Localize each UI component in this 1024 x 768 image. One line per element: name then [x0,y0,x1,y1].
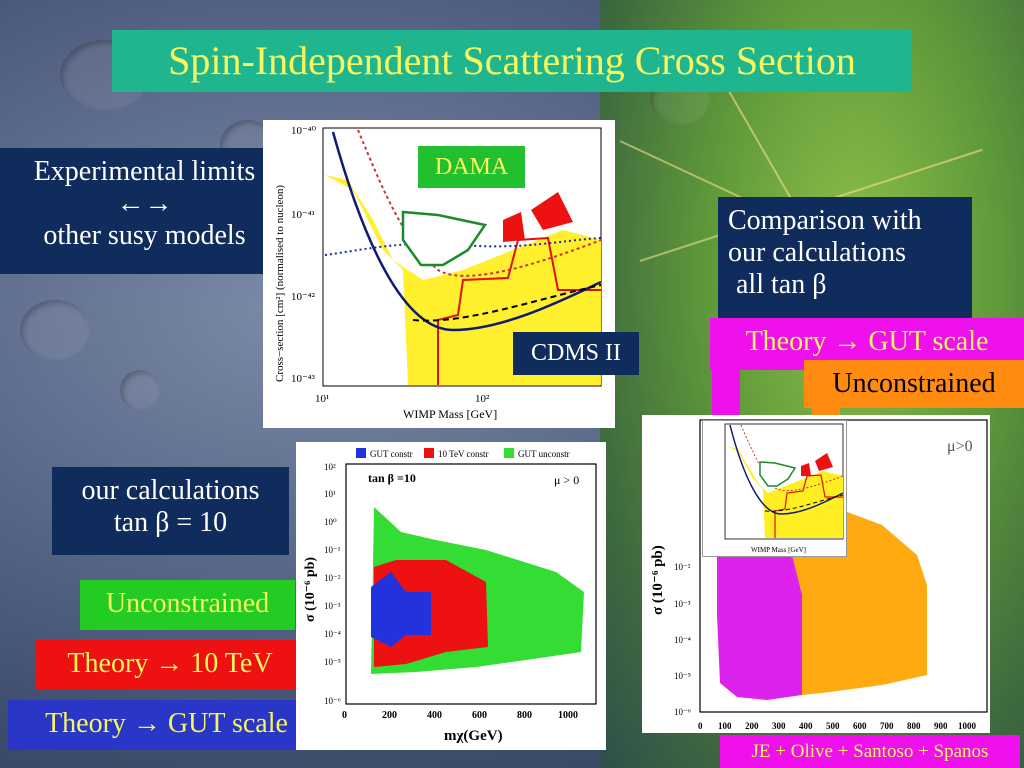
magenta-region [717,550,802,700]
mu-label: μ > 0 [554,473,579,487]
legend-swatch-green [504,448,514,458]
y-tick: 10⁻¹ [324,545,341,555]
x-tick: 0 [342,710,347,721]
dama-label: DAMA [418,146,525,188]
x-tick: 800 [907,721,921,731]
x-tick: 0 [698,721,703,731]
y-tick: 10⁻⁴ [324,629,341,639]
y-tick: 10¹ [324,489,336,499]
inset-cross-curve [740,424,844,492]
tanb-label: tan β =10 [368,471,416,485]
x-tick: 900 [934,721,948,731]
calculations-box: our calculations tan β = 10 [52,467,289,555]
x-tick: 10² [475,393,490,405]
red-peak-1 [503,212,525,242]
experimental-limits-inset: WIMP Mass [GeV] [702,420,847,557]
red-limit-line [437,236,601,385]
x-tick: 300 [772,721,786,731]
y-tick: 10⁻⁴¹ [291,209,315,221]
comparison-box: Comparison with our calculations all tan… [718,197,972,325]
background-crater [120,370,160,410]
x-tick: 600 [472,710,487,721]
legend-gut-constr: GUT constr [370,449,413,459]
legend-gut-unconstr: GUT unconstr [518,449,570,459]
y-tick: 10⁻⁶ [324,696,341,706]
blue-dotted-curve [324,237,602,256]
y-axis-label: σ (10⁻⁶ pb) [303,557,318,622]
inset-yellow-region [726,446,843,538]
y-axis-label: σ (10⁻⁶ pb) [650,545,666,615]
y-tick: 10⁻³ [324,601,341,611]
y-tick: 10⁻⁶ [674,707,691,717]
y-tick: 10⁻⁴⁰ [291,125,317,137]
comparison-line2: our calculations [728,237,907,269]
magenta-strip [712,368,740,423]
legend-10tev-constr: 10 TeV constr [438,449,489,459]
x-tick: 1000 [958,721,977,731]
y-tick: 10⁻³ [674,599,691,609]
comparison-line3: all tan β [736,269,827,301]
y-tick: 10⁻⁵ [674,671,691,681]
x-tick: 400 [799,721,813,731]
plot-frame [345,463,597,705]
x-tick: 600 [853,721,867,731]
x-tick: 400 [427,710,442,721]
x-tick: 10¹ [315,393,329,405]
legend-swatch-blue [356,448,366,458]
x-axis-label: WIMP Mass [GeV] [403,407,497,421]
comparison-line1: Comparison with [728,205,922,236]
x-tick: 500 [826,721,840,731]
dama-contour [401,210,488,267]
mu-label: μ>0 [947,438,973,455]
experimental-line2: other susy models [43,220,246,252]
y-tick: 10⁻⁴² [291,291,316,303]
x-tick: 700 [880,721,894,731]
y-tick: 10⁻² [674,562,691,572]
page-title: Spin-Independent Scattering Cross Sectio… [112,30,912,92]
cdms-label: CDMS II [513,332,639,375]
inset-dama-contour [759,461,797,487]
x-tick: 100 [718,721,732,731]
unconstrained-label-right: Unconstrained [804,360,1024,408]
background-crater [20,300,90,360]
y-tick: 10⁻² [324,573,341,583]
x-axis-label: mχ(GeV) [444,728,503,744]
inset-red-line [774,474,843,538]
experimental-line1: Experimental limits [33,156,256,187]
inset-red-peak [815,453,833,471]
blue-region [371,572,431,647]
legend-swatch-red [424,448,434,458]
y-tick: 10⁻⁴³ [291,373,316,385]
theory-gut-label-left: Theory → GUT scale [8,700,325,750]
unconstrained-label-left: Unconstrained [80,580,295,630]
calc-line2: tan β = 10 [113,507,228,539]
inset-dashed-curve [764,494,844,512]
inset-x-axis-label: WIMP Mass [GeV] [751,546,806,554]
x-tick: 1000 [558,710,578,721]
y-tick: 10⁰ [324,517,337,527]
y-tick: 10² [324,462,336,472]
double-arrow-icon: ←→ [116,188,173,220]
y-tick: 10⁻⁴ [674,635,691,645]
x-tick: 200 [745,721,759,731]
blue-limit-curve [331,131,602,332]
y-tick: 10⁻⁵ [324,657,341,667]
tanb10-plot: GUT constr 10 TeV constr GUT unconstr ta… [296,442,606,750]
red-peak-2 [531,192,573,230]
calc-line1: our calculations [81,475,260,506]
inset-blue-curve [729,424,844,515]
x-tick: 800 [517,710,532,721]
credit-label: JE + Olive + Santoso + Spanos [720,735,1020,768]
inset-red-peak [801,463,811,476]
y-axis-label: Cross−section [cm²] (normalised to nucle… [274,185,286,382]
x-tick: 200 [382,710,397,721]
red-cross-curve [357,129,602,277]
theory-10tev-label: Theory → 10 TeV [35,640,305,690]
experimental-limits-box: Experimental limits ←→ other susy models [0,148,289,274]
